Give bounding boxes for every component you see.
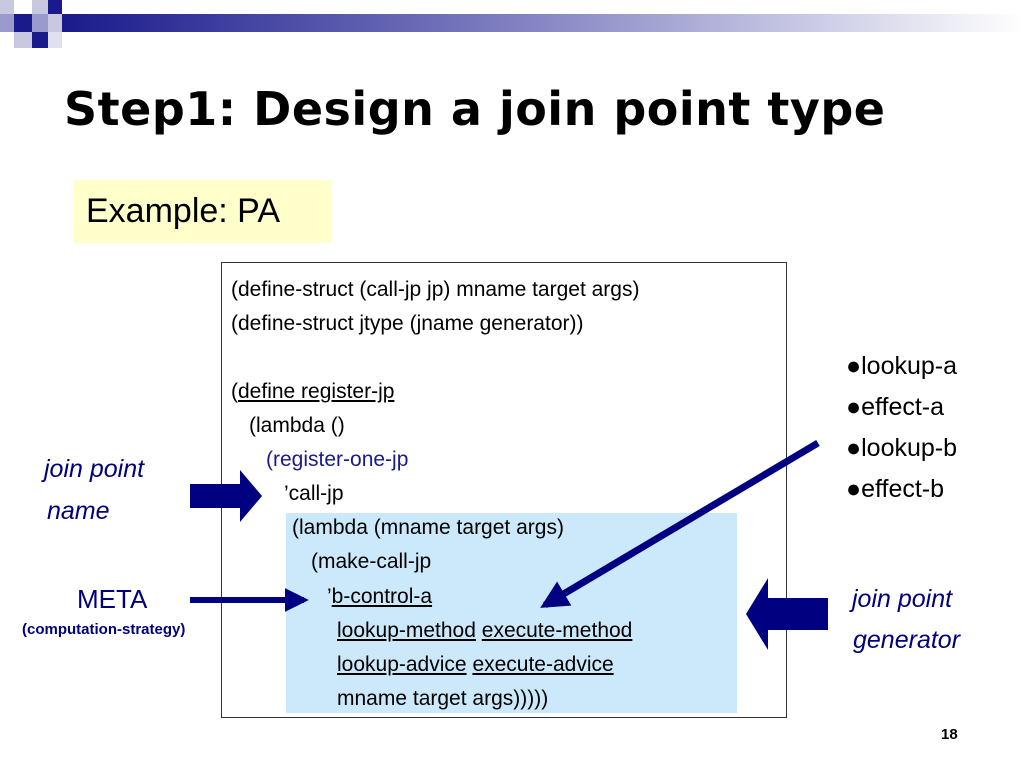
code-line-4: (lambda () <box>249 414 345 437</box>
code-line-1: (define-struct (call-jp jp) mname target… <box>231 278 640 301</box>
code-execute-method: execute-method <box>481 619 633 642</box>
example-label: Example: PA <box>74 180 332 243</box>
code-register-one-jp: register-one-jp <box>273 448 409 471</box>
bullet-text: lookup-a <box>861 352 958 380</box>
join-point-name-label-1: join point <box>44 455 145 483</box>
join-point-name-label-2: name <box>47 497 110 525</box>
block-arrow-right-icon <box>190 470 262 522</box>
bullet-item: ●lookup-a <box>846 352 957 381</box>
bullet-text: effect-b <box>861 475 945 503</box>
code-b-control-a: b-control-a <box>331 585 433 608</box>
meta-sub-label: (computation-strategy) <box>22 621 186 638</box>
bullet-text: lookup-b <box>861 434 958 462</box>
code-line-6: ’call-jp <box>284 482 344 505</box>
bullet-item: ●effect-b <box>846 475 944 504</box>
code-quote: ’ <box>327 585 332 608</box>
code-lookup-method: lookup-method <box>337 619 476 642</box>
code-highlight-region <box>286 513 737 713</box>
block-arrow-left-icon <box>746 578 828 650</box>
bullet-dot-icon: ● <box>846 393 862 421</box>
slide-title: Step1: Design a join point type <box>64 82 886 136</box>
bullet-item: ●effect-a <box>846 393 944 422</box>
code-line-5: (register-one-jp <box>266 448 408 472</box>
code-execute-advice: execute-advice <box>472 653 614 676</box>
code-line-10: lookup-method execute-method <box>337 619 632 643</box>
meta-label: META <box>77 584 148 614</box>
code-line-8: (make-call-jp <box>311 550 432 573</box>
code-paren: ( <box>266 448 273 471</box>
bullet-dot-icon: ● <box>846 352 862 380</box>
code-line-11: lookup-advice execute-advice <box>337 653 614 677</box>
code-line-12: mname target args))))) <box>337 687 549 710</box>
slide-header-decoration <box>0 0 1024 48</box>
code-lookup-advice: lookup-advice <box>337 653 467 676</box>
diagonal-arrow-icon <box>540 439 820 609</box>
code-line-7: (lambda (mname target args) <box>292 516 564 539</box>
bullet-text: effect-a <box>861 393 945 421</box>
join-point-generator-label-1: join point <box>852 585 953 613</box>
code-line-3: (define register-jp <box>231 380 394 404</box>
code-define-register-jp: define register-jp <box>238 380 395 403</box>
bullet-dot-icon: ● <box>846 434 862 462</box>
bullet-item: ●lookup-b <box>846 434 957 463</box>
bullet-dot-icon: ● <box>846 475 862 503</box>
page-number: 18 <box>941 726 958 743</box>
join-point-generator-label-2: generator <box>853 626 961 654</box>
code-line-2: (define-struct jtype (jname generator)) <box>231 312 584 335</box>
code-line-9: ’b-control-a <box>327 585 432 609</box>
code-paren: ( <box>231 380 238 403</box>
